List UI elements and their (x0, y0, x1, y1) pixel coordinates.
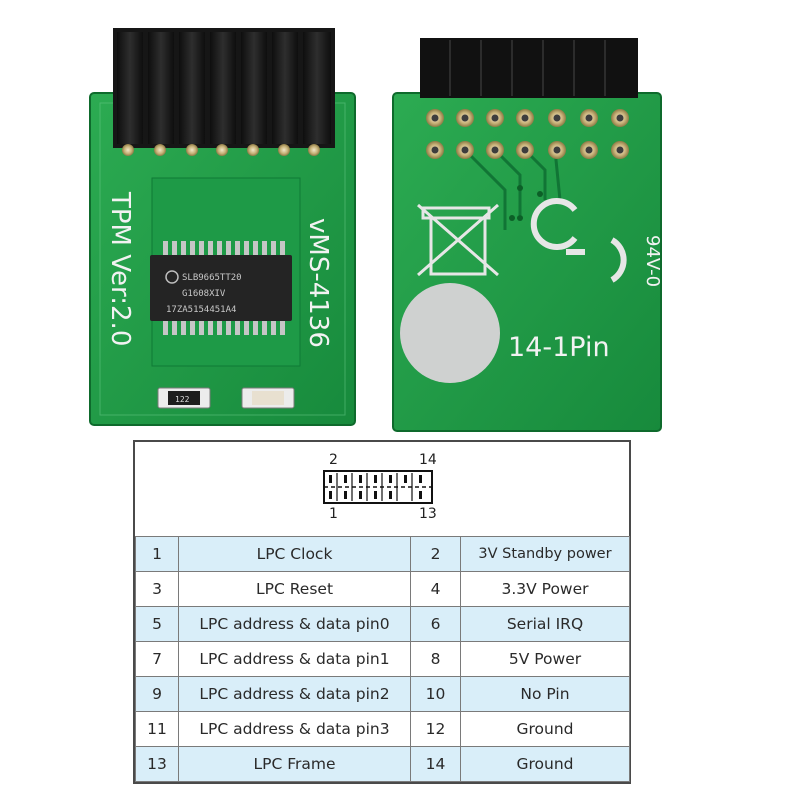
pin-function-table: 1 LPC Clock 2 3V Standby power 3 LPC Res… (135, 536, 630, 782)
back-header-ribs (449, 40, 606, 96)
pin-function: LPC address & data pin0 (178, 606, 411, 642)
pin-number: 5 (135, 606, 179, 642)
silkscreen-tpm-version: TPM Ver:2.0 (105, 191, 135, 346)
table-row: 3 LPC Reset 4 3.3V Power (135, 571, 630, 607)
pin-function: LPC Frame (178, 746, 411, 782)
ic-legs-top (163, 241, 285, 255)
tpm-chip (150, 255, 292, 321)
back-header-housing (420, 38, 638, 98)
table-row: 1 LPC Clock 2 3V Standby power (135, 536, 630, 572)
header-diagram: 2 14 1 13 (135, 442, 629, 536)
pin-function: Ground (460, 746, 630, 782)
pin-count-label: 14-1Pin (508, 332, 610, 363)
silkscreen-model: vMS-4136 (303, 218, 333, 348)
chip-logo-icon (165, 270, 179, 284)
pin-function: LPC Reset (178, 571, 411, 607)
chip-line-2: G1608XIV (182, 289, 226, 299)
pin-function: 5V Power (460, 641, 630, 677)
pin-number: 3 (135, 571, 179, 607)
weee-bin-icon (417, 203, 499, 277)
ce-mark-icon (530, 198, 627, 283)
pin-number: 10 (410, 676, 461, 712)
via-holes (509, 185, 543, 221)
resistor-label: 122 (175, 395, 190, 404)
table-row: 7 LPC address & data pin1 8 5V Power (135, 641, 630, 677)
front-header-pins (117, 32, 331, 144)
table-row: 11 LPC address & data pin3 12 Ground (135, 711, 630, 747)
diagram-label-pin2: 2 (329, 452, 338, 468)
pin-function: 3.3V Power (460, 571, 630, 607)
pin-function: LPC address & data pin3 (178, 711, 411, 747)
ic-legs-bottom (163, 321, 285, 335)
pin-number: 6 (410, 606, 461, 642)
pin-number: 13 (135, 746, 179, 782)
diagram-label-pin14: 14 (419, 452, 437, 468)
front-solder-pads (122, 144, 320, 156)
pin-function: LPC address & data pin1 (178, 641, 411, 677)
front-board: SLB9665TT20 G1608XIV 17ZA5154451A4 TPM V… (89, 28, 356, 426)
pin-function: LPC Clock (178, 536, 411, 572)
pin-function: Serial IRQ (460, 606, 630, 642)
pin-function: LPC address & data pin2 (178, 676, 411, 712)
rating-mark: 94V-0 (642, 235, 663, 287)
pin-number: 4 (410, 571, 461, 607)
pin-function: No Pin (460, 676, 630, 712)
pin-number: 2 (410, 536, 461, 572)
pin-number: 1 (135, 536, 179, 572)
header-pin-diagram-icon (323, 470, 433, 504)
chip-line-3: 17ZA5154451A4 (166, 305, 236, 315)
led-body (252, 391, 284, 405)
table-row: 13 LPC Frame 14 Ground (135, 746, 630, 782)
table-row: 5 LPC address & data pin0 6 Serial IRQ (135, 606, 630, 642)
label-sticker (400, 283, 500, 383)
pinout-chart: 2 14 1 13 1 LPC Clock (133, 440, 631, 784)
table-row: 9 LPC address & data pin2 10 No Pin (135, 676, 630, 712)
pin-number: 14 (410, 746, 461, 782)
back-pin-holes (426, 109, 629, 159)
pin-number: 11 (135, 711, 179, 747)
back-board: 94V-0 14-1Pin (392, 38, 663, 432)
pin-number: 12 (410, 711, 461, 747)
tpm-module-photo: SLB9665TT20 G1608XIV 17ZA5154451A4 TPM V… (89, 28, 663, 432)
chip-line-1: SLB9665TT20 (182, 273, 242, 283)
pin-function: 3V Standby power (460, 536, 630, 572)
pin-number: 7 (135, 641, 179, 677)
pin-number: 9 (135, 676, 179, 712)
resistor-body (168, 391, 200, 405)
diagram-label-pin1: 1 (329, 506, 338, 522)
pin-function: Ground (460, 711, 630, 747)
diagram-label-pin13: 13 (419, 506, 437, 522)
pcb-traces (463, 148, 562, 230)
pin-number: 8 (410, 641, 461, 677)
